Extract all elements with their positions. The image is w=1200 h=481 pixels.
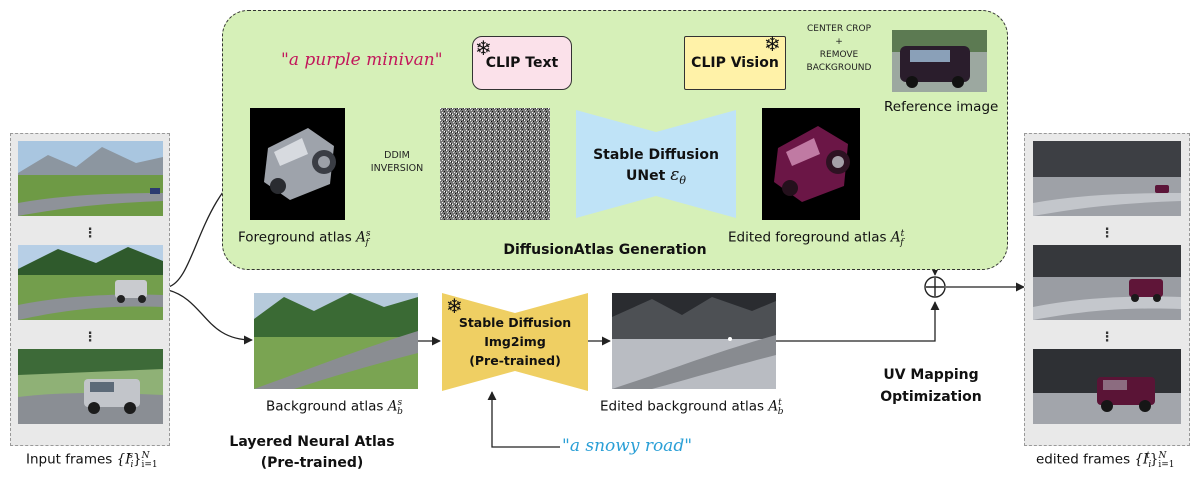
center-crop-plus: + (835, 37, 843, 47)
unet-line2: UNet εθ (626, 165, 686, 187)
input-dots-2: ⋮ (83, 330, 97, 345)
unet-shape (576, 110, 736, 218)
output-frame-3 (1033, 349, 1181, 424)
center-crop-line1: CENTER CROP (806, 24, 872, 34)
diffusion-atlas-title: DiffusionAtlas Generation (503, 242, 707, 258)
img2img-label: Stable Diffusion Img2img (Pre-trained) (442, 313, 588, 370)
edited-foreground-atlas-image (762, 108, 860, 220)
combine-oplus-icon (924, 276, 946, 298)
arrow-edited-bg-to-combine (776, 301, 940, 342)
uv-mapping-line1: UV Mapping (883, 367, 979, 383)
lna-line1: Layered Neural Atlas (229, 434, 395, 450)
output-dots-1: ⋮ (1100, 226, 1114, 241)
output-dots-2: ⋮ (1100, 330, 1114, 345)
foreground-atlas-caption: Foreground atlas Asf (238, 229, 371, 249)
unet-line1: Stable Diffusion (593, 147, 719, 163)
edited-background-atlas-image (612, 293, 776, 389)
uv-mapping-label: UV Mapping Optimization (856, 364, 1006, 408)
input-frame-2 (18, 245, 163, 320)
lna-line2: (Pre-trained) (260, 455, 364, 471)
unet-label: Stable Diffusion UNet εθ (576, 145, 736, 191)
clip-text-label: CLIP Text (485, 55, 559, 71)
center-crop-note: CENTER CROP + REMOVE BACKGROUND (786, 23, 892, 75)
input-frames-caption: Input frames {Iis}Ni=1 (26, 451, 158, 471)
edited-background-atlas-caption: Edited background atlas Atb (600, 398, 784, 418)
prompt-snowy-road: "a snowy road" (562, 436, 693, 456)
output-frame-2 (1033, 245, 1181, 320)
layered-neural-atlas-label: Layered Neural Atlas (Pre-trained) (212, 432, 412, 474)
noise-latent-image (440, 108, 550, 220)
input-frame-1 (18, 141, 163, 216)
output-frames-panel: ⋮ ⋮ (1024, 133, 1190, 446)
output-frames-caption: edited frames {Iit}Ni=1 (1036, 451, 1175, 471)
edited-foreground-atlas-caption: Edited foreground atlas Atf (728, 229, 905, 249)
clip-vision-label: CLIP Vision (691, 55, 779, 71)
background-atlas-caption: Background atlas Asb (266, 398, 403, 418)
ddim-line2: INVERSION (370, 163, 424, 174)
uv-mapping-line2: Optimization (880, 389, 982, 405)
prompt-purple-minivan: "a purple minivan" (281, 50, 443, 70)
arrow-snowy-prompt-to-img2img (487, 391, 560, 448)
input-frame-3 (18, 349, 163, 424)
background-atlas-image (254, 293, 418, 389)
img2img-line2: Img2img (484, 334, 546, 349)
frozen-snowflake-icon: ❄ (764, 32, 781, 56)
output-frame-1 (1033, 141, 1181, 216)
center-crop-line2: REMOVE BACKGROUND (806, 50, 872, 73)
input-frames-panel: ⋮ ⋮ (10, 133, 170, 446)
foreground-atlas-image (250, 108, 345, 220)
img2img-line1: Stable Diffusion (458, 315, 572, 330)
img2img-line3: (Pre-trained) (469, 353, 561, 368)
reference-image (892, 30, 987, 92)
clip-vision-box: CLIP Vision (684, 36, 786, 90)
input-dots-1: ⋮ (83, 226, 97, 241)
ddim-line1: DDIM (384, 150, 410, 161)
reference-image-caption: Reference image (884, 99, 999, 115)
clip-text-box: CLIP Text (472, 36, 572, 90)
frozen-snowflake-icon: ❄ (475, 36, 492, 60)
frozen-snowflake-icon: ❄ (446, 294, 463, 318)
img2img-shape (442, 293, 588, 391)
ddim-inversion-label: DDIM INVERSION (360, 149, 434, 175)
arrow-input-to-bg-atlas (167, 289, 253, 345)
